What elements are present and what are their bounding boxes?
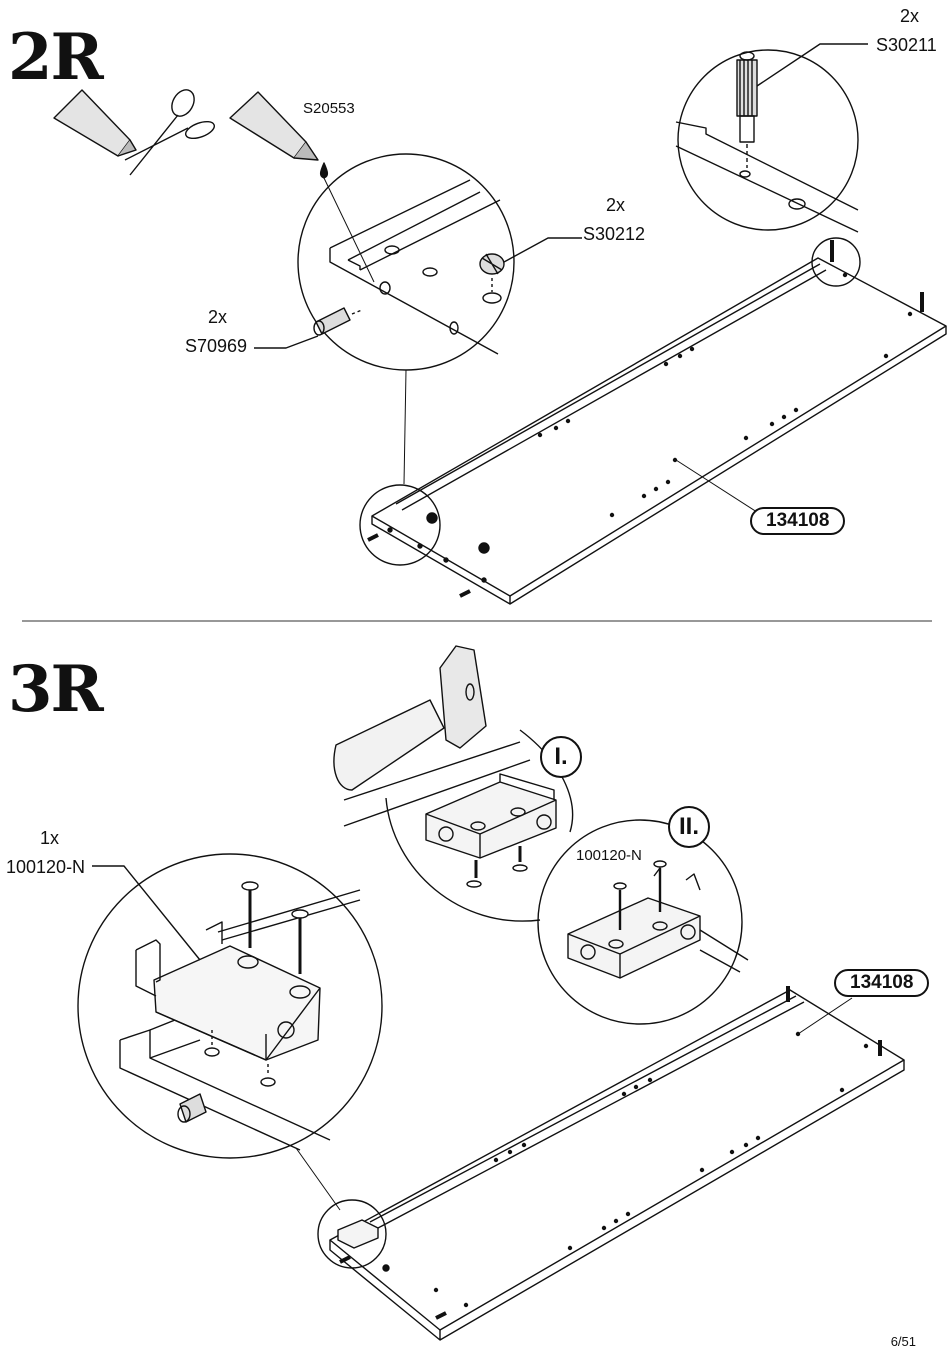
panel-134108 — [329, 989, 905, 1341]
glue-code-label: S20553 — [303, 100, 355, 117]
dowel-icon — [313, 307, 351, 336]
glue-tube-icon — [53, 89, 137, 157]
detail-circle-ii — [537, 819, 743, 1025]
hinge-icon — [337, 1219, 379, 1249]
dowel-icon — [367, 533, 471, 598]
detail-circle-hinge — [77, 853, 383, 1159]
hinge-icon — [135, 921, 321, 1061]
dowel-code: S70969 — [185, 336, 248, 356]
cam-lock-qty: 2x — [606, 195, 626, 215]
panel-code-badge: 134108 — [834, 969, 930, 997]
panel-code-badge: 134108 — [750, 507, 846, 535]
hammer-icon — [333, 645, 487, 791]
detail-circle-small — [317, 1199, 387, 1269]
hinge-code: 100120-N — [6, 857, 86, 877]
dowel-qty: 2x — [208, 307, 228, 327]
hinge-qty: 1x — [40, 828, 60, 848]
step-label-3r: 3R — [8, 652, 104, 727]
detail-ii-code: 100120-N — [576, 847, 642, 864]
glue-drop-icon — [319, 162, 329, 179]
dowel-icon — [177, 1093, 207, 1123]
detail-marker-i: I. — [540, 736, 582, 778]
dowel-icon — [339, 1255, 447, 1320]
scissors-icon — [124, 89, 215, 176]
panel-134108 — [371, 257, 947, 605]
cam-bolt-icon — [786, 986, 882, 1056]
hinge-icon — [425, 773, 557, 859]
cam-lock-icon — [479, 253, 505, 275]
cam-lock-code: S30212 — [583, 224, 646, 244]
detail-marker-ii: II. — [668, 806, 710, 848]
detail-circle-cam-bolt — [677, 49, 859, 231]
screw-icon — [241, 881, 309, 974]
cam-bolt-icon — [830, 240, 924, 312]
screw-icon — [613, 860, 667, 930]
glue-tube-icon — [229, 91, 319, 161]
cam-bolt-code: S30211 — [876, 35, 937, 55]
cam-bolt-icon — [736, 51, 758, 143]
cam-bolt-qty: 2x — [900, 6, 920, 26]
hinge-icon — [567, 867, 701, 979]
step-label-2r: 2R — [8, 20, 104, 95]
detail-circle-small — [811, 237, 861, 287]
page-number: 6/51 — [890, 1334, 916, 1349]
cam-lock-icon — [426, 512, 490, 554]
detail-circle-small — [359, 484, 441, 566]
